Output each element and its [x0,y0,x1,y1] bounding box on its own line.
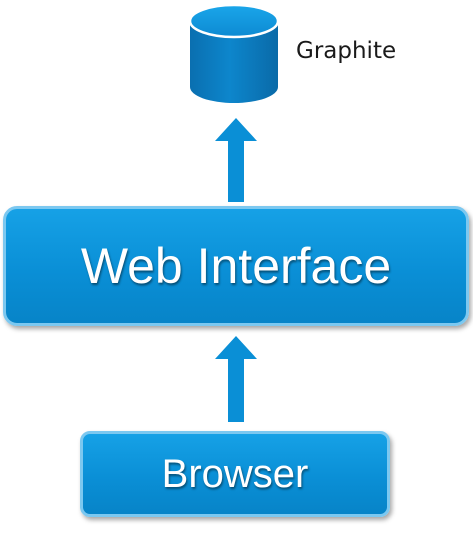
arrow-web-to-graphite [215,118,257,202]
browser-label: Browser [161,451,309,496]
web-interface-label: Web Interface [80,238,392,294]
database-icon [188,3,280,103]
graphite-label: Graphite [296,38,397,64]
web-interface-box: Web Interface [3,206,469,326]
browser-box: Browser [80,431,390,517]
arrow-browser-to-web [215,336,257,422]
